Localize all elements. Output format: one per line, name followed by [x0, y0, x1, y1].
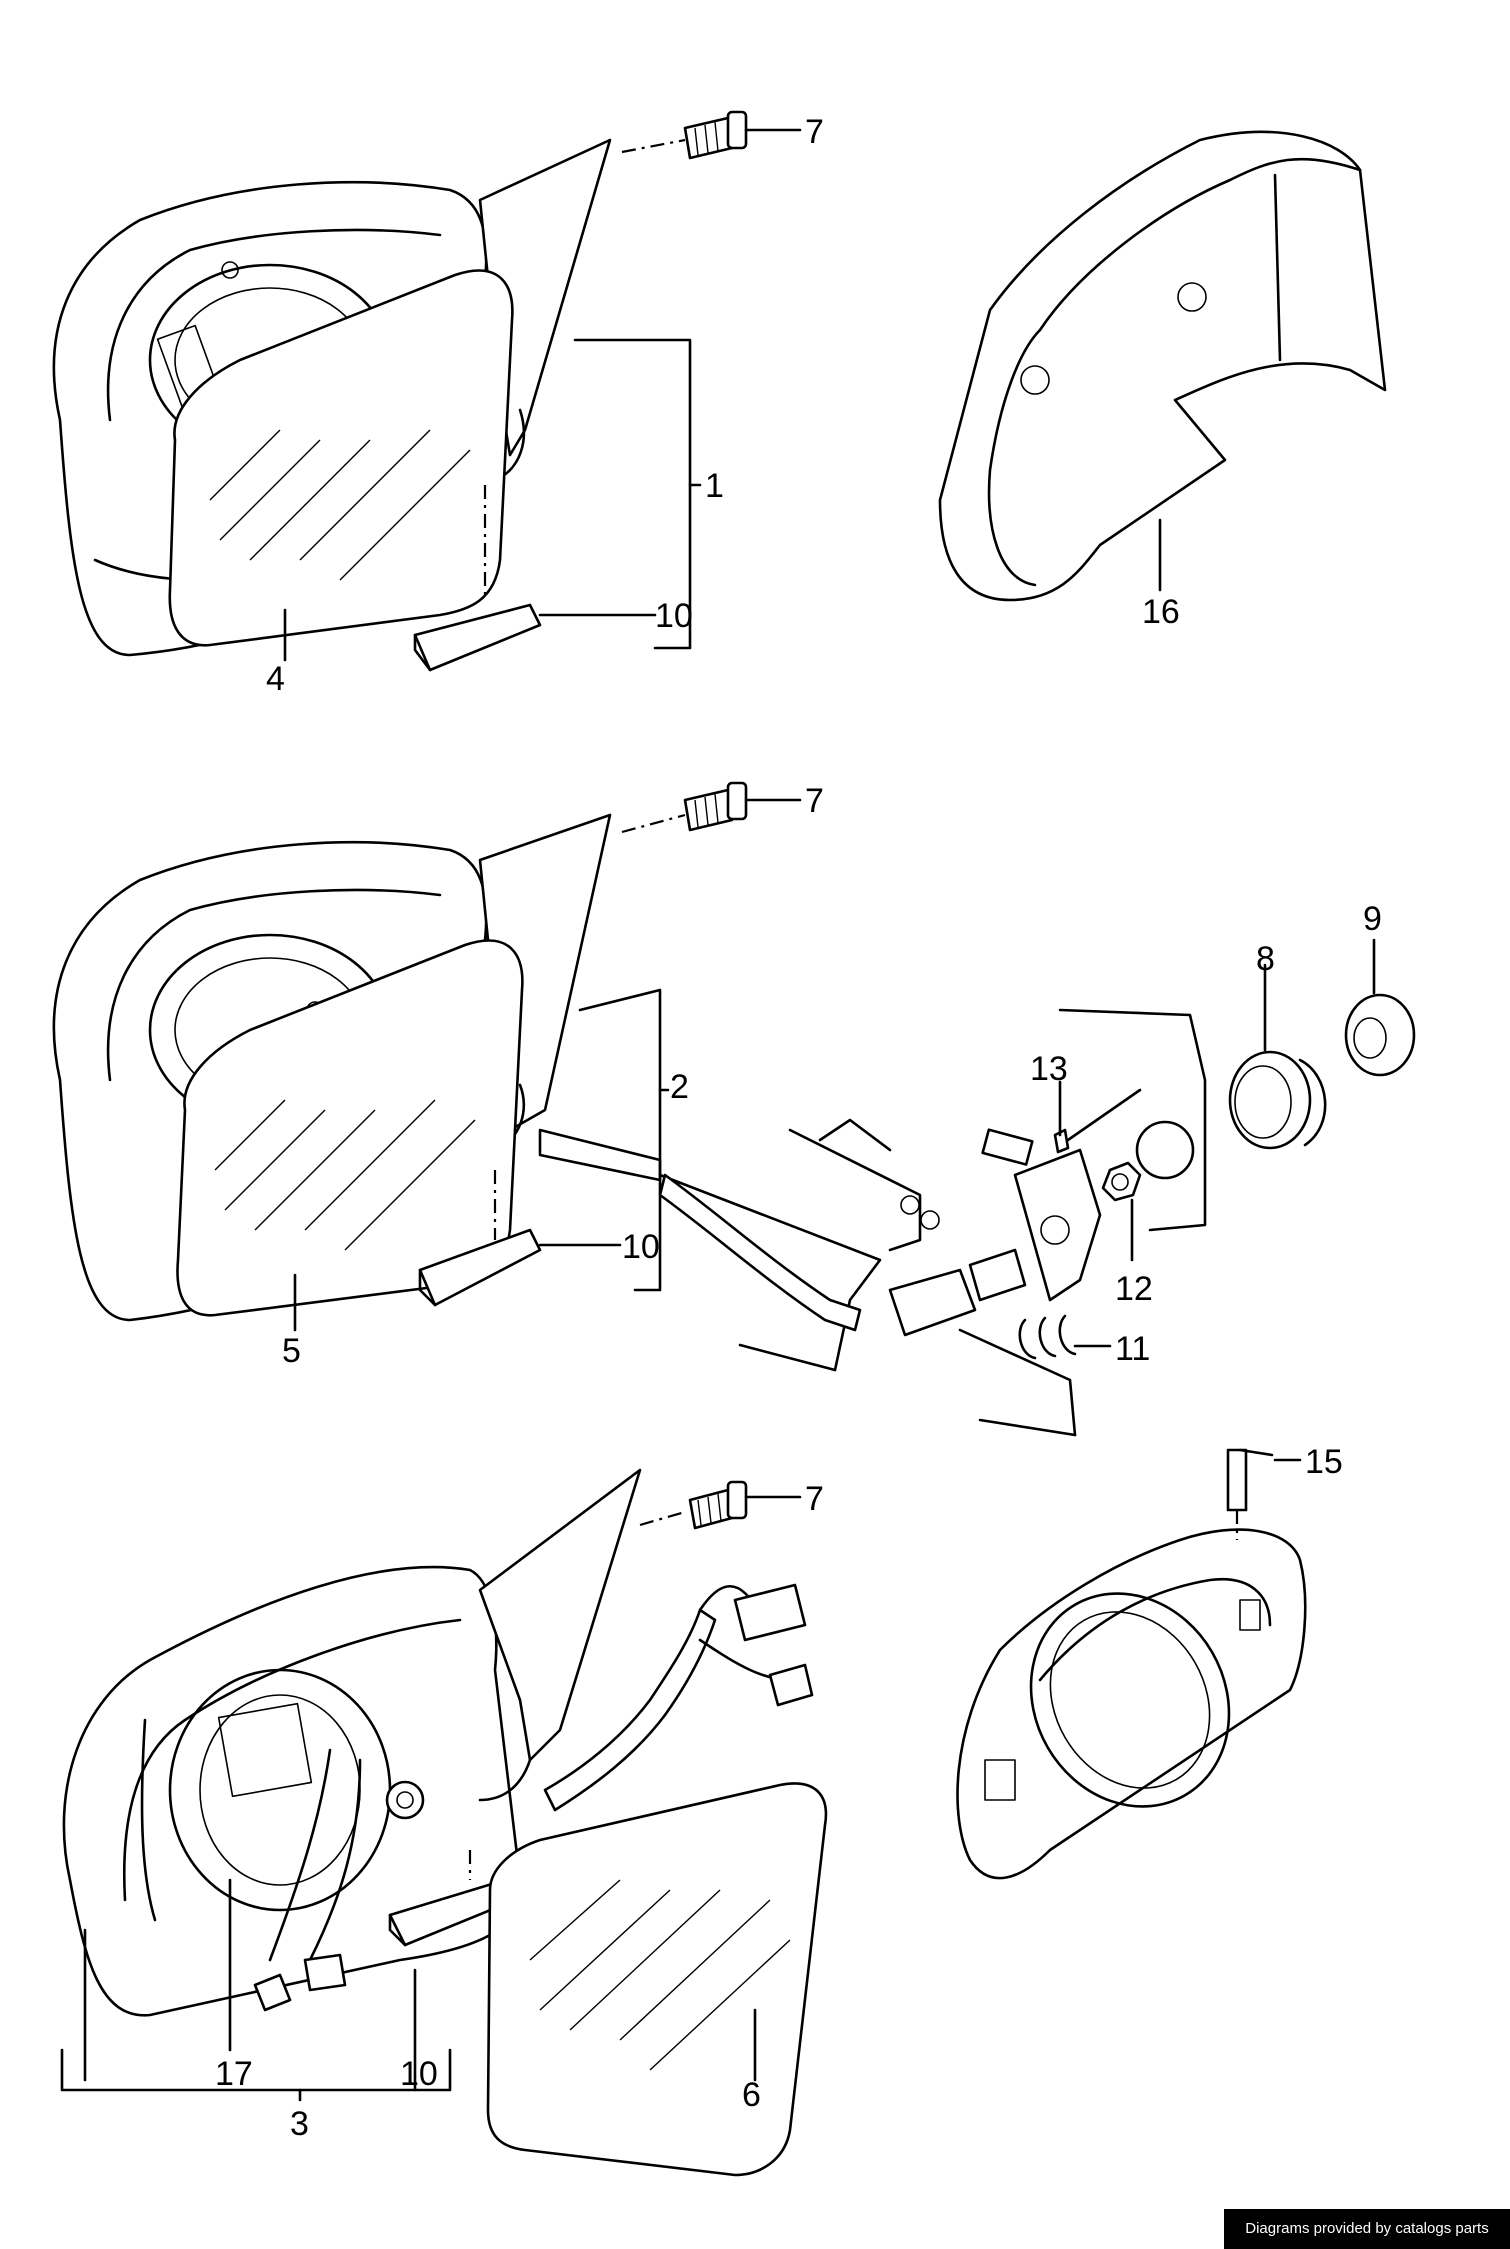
bracket-3 [60, 2048, 452, 2092]
clip-11 [1018, 1314, 1112, 1360]
credit-banner: Diagrams provided by catalogs parts [1224, 2209, 1510, 2249]
label-8: 8 [1256, 940, 1275, 978]
bracket-plate [1013, 1148, 1102, 1302]
label-12: 12 [1115, 1270, 1153, 1308]
mirror-glass-4 [168, 269, 514, 647]
label-9: 9 [1363, 900, 1382, 938]
wiring-bottom [253, 1585, 792, 2012]
cable-middle [538, 1128, 662, 1182]
label-13: 13 [1030, 1050, 1068, 1088]
grommet-8 [1228, 963, 1327, 1150]
nut-12 [1101, 1161, 1142, 1262]
bolt-7-top [621, 110, 802, 160]
label-6: 6 [742, 2076, 761, 2114]
label-4: 4 [266, 660, 285, 698]
grommet-9 [1344, 938, 1416, 1077]
bracket-2 [578, 988, 662, 1292]
cover-10-top [413, 485, 657, 672]
label-15: 15 [1305, 1443, 1343, 1481]
label-7-bottom: 7 [805, 1480, 824, 1518]
cover-10-bottom [388, 1850, 517, 2092]
callout-labels: 7 1 10 4 16 7 9 8 2 13 10 12 5 11 15 7 1… [215, 113, 1382, 2143]
bolt-7-bottom [639, 1480, 802, 1530]
connector-plug-middle [888, 1248, 1027, 1337]
bolt-7-middle [621, 781, 802, 834]
door-trim-panel [658, 1008, 1207, 1437]
mirror-cap-16 [938, 130, 1387, 602]
label-7-middle: 7 [805, 782, 824, 820]
label-3: 3 [290, 2105, 309, 2143]
label-11: 11 [1115, 1330, 1150, 1368]
label-10-middle: 10 [622, 1228, 660, 1266]
label-10-bottom: 10 [400, 2055, 438, 2093]
mirror-housing-bottom [62, 1468, 642, 2017]
label-16: 16 [1142, 593, 1180, 631]
bracket-1 [573, 338, 692, 650]
mirror-base-plate [956, 1448, 1307, 1880]
mirror-glass-6 [486, 1782, 828, 2177]
rivet-13 [981, 1080, 1142, 1166]
label-5: 5 [282, 1332, 301, 1370]
cable-harness-middle [658, 1173, 862, 1332]
mirror-glass-5 [176, 939, 524, 1317]
label-10-top: 10 [655, 597, 693, 635]
label-17: 17 [215, 2055, 253, 2093]
cover-10-middle [418, 1170, 622, 1307]
connector-bottom [733, 1583, 814, 1707]
label-2: 2 [670, 1068, 689, 1106]
label-7-top: 7 [805, 113, 824, 151]
label-1: 1 [705, 467, 724, 505]
